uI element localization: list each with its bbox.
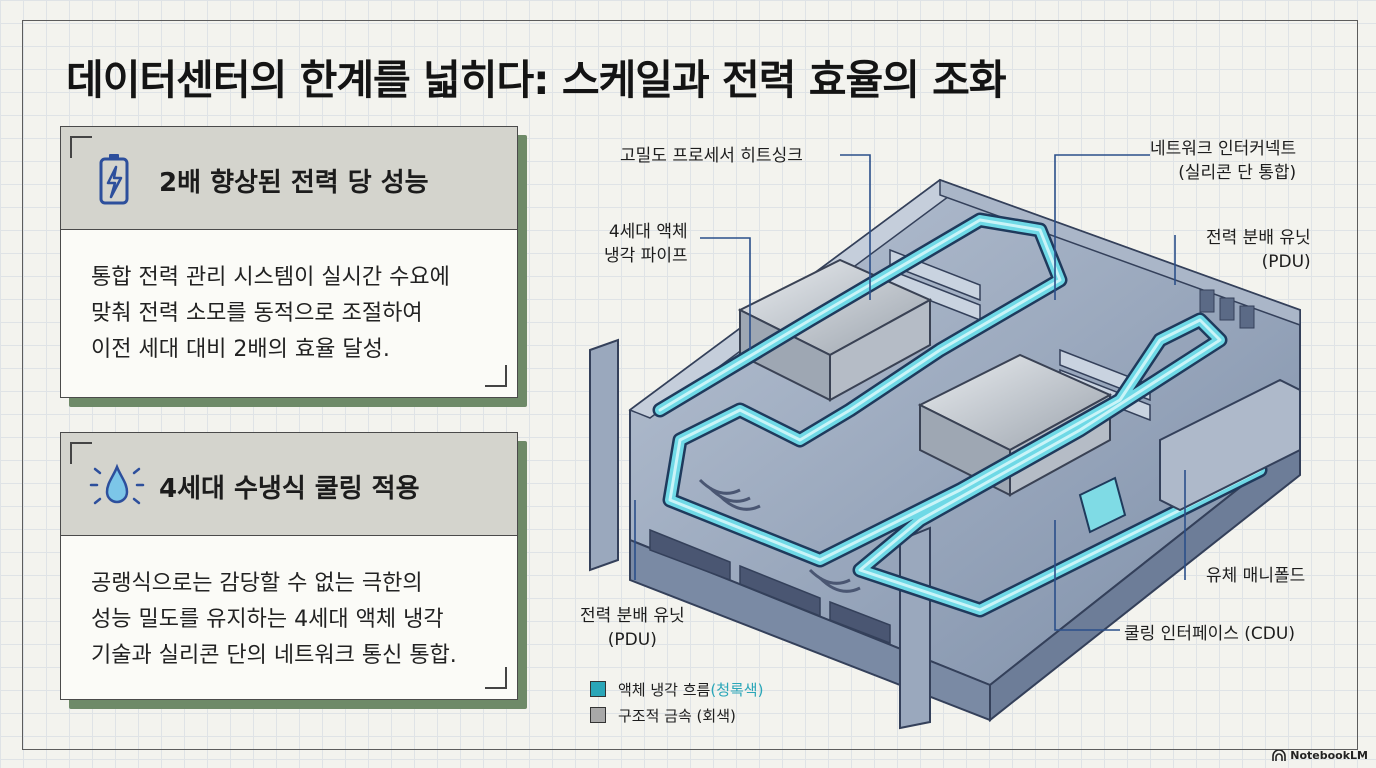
label-line: (실리콘 단 통합) [1178, 163, 1297, 183]
card-body: 통합 전력 관리 시스템이 실시간 수요에 맞춰 전력 소모를 동적으로 조절하… [60, 230, 518, 398]
front-vents [649, 528, 891, 645]
corner-mark [70, 136, 92, 158]
corner-mark [485, 365, 507, 387]
feature-card-cooling: 4세대 수냉식 쿨링 적용 공랭식으로는 감당할 수 없는 극한의 성능 밀도를… [60, 432, 527, 709]
server-chassis-diagram [589, 154, 1301, 730]
label-line: (PDU) [607, 630, 657, 650]
card-line: 맞춰 전력 소모를 동적으로 조절하여 [91, 301, 423, 326]
water-drop-icon [89, 463, 145, 505]
legend-text: 구조적 금속 (회색) [618, 706, 736, 725]
card-line: 통합 전력 관리 시스템이 실시간 수요에 [91, 265, 450, 290]
battery-charging-icon [99, 154, 129, 205]
label-line: 전력 분배 유닛 [580, 606, 685, 626]
coolant-pipes [652, 212, 1268, 618]
corner-mark [70, 442, 92, 464]
legend-accent: (청록색) [710, 680, 764, 699]
label-pdu-right: 전력 분배 유닛 (PDU) [1206, 226, 1311, 274]
leader-lines [634, 154, 1186, 631]
pdu-sockets [1199, 289, 1255, 329]
legend-swatch [590, 681, 606, 697]
card-heading: 4세대 수냉식 쿨링 적용 [159, 474, 420, 504]
card-line: 기술과 실리콘 단의 네트워크 통신 통합. [91, 643, 457, 668]
cable-bundle [698, 478, 861, 593]
rack-ear-left [589, 338, 619, 572]
card-header: 4세대 수냉식 쿨링 적용 [60, 432, 518, 536]
label-heatsink: 고밀도 프로세서 히트싱크 [620, 146, 803, 166]
legend-text: 액체 냉각 흐름 [618, 680, 711, 699]
card-header: 2배 향상된 전력 당 성능 [60, 126, 518, 230]
card-body: 공랭식으로는 감당할 수 없는 극한의 성능 밀도를 유지하는 4세대 액체 냉… [60, 536, 518, 700]
card-line: 이전 세대 대비 2배의 효율 달성. [91, 337, 390, 362]
label-line: 냉각 파이프 [604, 246, 688, 266]
card-line: 공랭식으로는 감당할 수 없는 극한의 [91, 571, 423, 596]
label-line: 4세대 액체 [608, 222, 688, 242]
outer-frame [22, 20, 1358, 750]
card-description: 통합 전력 관리 시스템이 실시간 수요에 맞춰 전력 소모를 동적으로 조절하… [91, 260, 493, 368]
badge-label: NotebookLM [1290, 749, 1368, 762]
legend-item-metal: 구조적 금속 (회색) [590, 702, 763, 728]
cdu-block [1078, 476, 1127, 534]
legend-swatch [590, 707, 606, 723]
label-cooling-pipe: 4세대 액체 냉각 파이프 [604, 220, 688, 268]
diagram-legend: 액체 냉각 흐름 (청록색) 구조적 금속 (회색) [590, 676, 763, 728]
label-line: 네트워크 인터커넥트 [1150, 139, 1297, 159]
label-interconnect: 네트워크 인터커넥트 (실리콘 단 통합) [1150, 137, 1296, 185]
notebooklm-logo-icon [1272, 749, 1287, 761]
rack-ear-right [899, 526, 931, 730]
label-manifold: 유체 매니폴드 [1206, 566, 1306, 586]
card-line: 성능 밀도를 유지하는 4세대 액체 냉각 [91, 607, 444, 632]
page-title: 데이터센터의 한계를 넓히다: 스케일과 전력 효율의 조화 [66, 56, 1007, 104]
notebooklm-badge: NotebookLM [1272, 749, 1368, 762]
label-line: 전력 분배 유닛 [1206, 228, 1311, 248]
label-pdu-bottom: 전력 분배 유닛 (PDU) [580, 604, 685, 652]
card-description: 공랭식으로는 감당할 수 없는 극한의 성능 밀도를 유지하는 4세대 액체 냉… [91, 566, 493, 674]
label-line: (PDU) [1261, 252, 1311, 272]
feature-card-power: 2배 향상된 전력 당 성능 통합 전력 관리 시스템이 실시간 수요에 맞춰 … [60, 126, 527, 407]
card-heading: 2배 향상된 전력 당 성능 [159, 168, 429, 198]
label-cdu: 쿨링 인터페이스 (CDU) [1124, 624, 1295, 644]
corner-mark [485, 667, 507, 689]
fluid-manifold [1159, 378, 1301, 512]
legend-item-coolant: 액체 냉각 흐름 (청록색) [590, 676, 763, 702]
